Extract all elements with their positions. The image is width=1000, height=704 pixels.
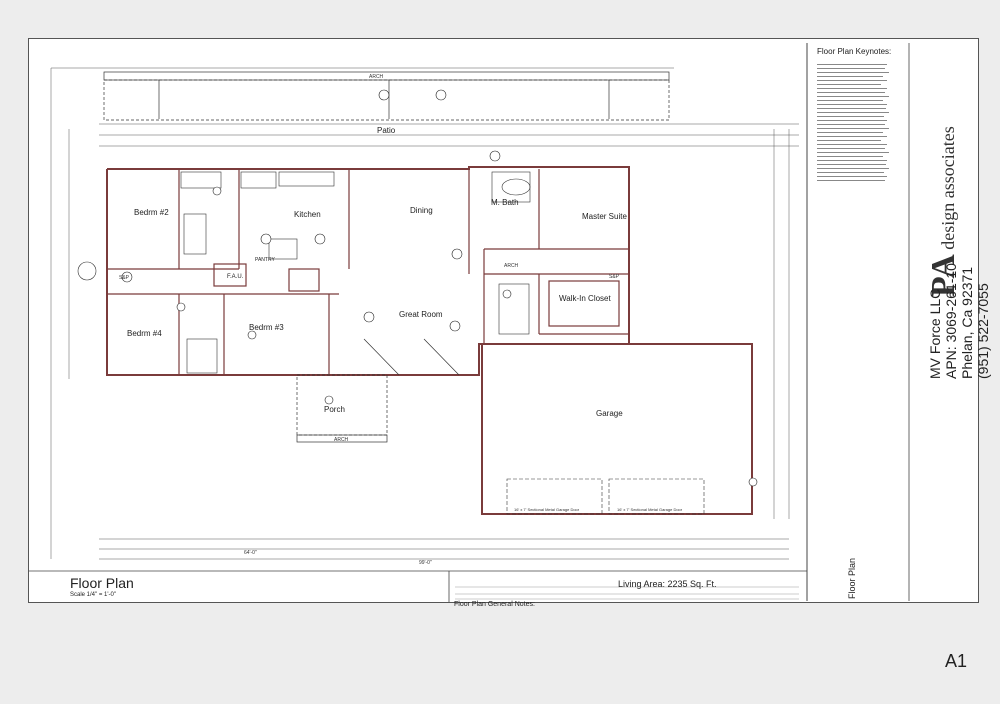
plan-title: Floor Plan (70, 575, 134, 591)
client-line4: (951) 522-7055 (975, 283, 991, 379)
living-area: Living Area: 2235 Sq. Ft. (618, 579, 717, 589)
room-bedrm4: Bedrm #4 (127, 329, 162, 338)
room-master-suite: Master Suite (582, 212, 627, 221)
keynote-bubbles (121, 89, 758, 487)
patio-cover (103, 71, 670, 121)
plan-scale: Scale 1/4" = 1'-0" (70, 592, 116, 598)
keynotes-list (817, 61, 1000, 184)
arch-label-top: ARCH (369, 74, 384, 80)
room-m-bath: M. Bath (491, 198, 519, 207)
room-patio: Patio (377, 126, 396, 135)
general-notes-title: Floor Plan General Notes: (454, 601, 535, 608)
room-fau: F.A.U. (227, 274, 244, 280)
room-porch: Porch (324, 405, 345, 414)
drawing-title: Floor Plan (847, 557, 857, 599)
arch-label-closet: ARCH (504, 263, 519, 269)
client-line3: Phelan, Ca 92371 (959, 266, 975, 379)
client-line2: APN: 3069-261-10 (943, 263, 959, 379)
client-line1: MV Force LLC (927, 288, 943, 379)
porch (296, 338, 460, 443)
floor-plan-drawing: Patio Bedrm #2 Kitchen PANTRY Dining M. … (29, 43, 910, 602)
room-kitchen: Kitchen (294, 210, 321, 219)
sp-label-1: S&P (119, 275, 130, 281)
room-walkin-closet: Walk-In Closet (559, 294, 611, 303)
keynotes-title: Floor Plan Keynotes: (817, 47, 892, 56)
room-great-room: Great Room (399, 310, 443, 319)
room-bedrm2: Bedrm #2 (134, 208, 169, 217)
sheet-number: A1 (945, 651, 968, 671)
room-dining: Dining (410, 206, 433, 215)
sp-label-2: S&P (609, 274, 620, 280)
general-notes-lines (455, 586, 799, 600)
client-info: MV Force LLC APN: 3069-261-10 Phelan, Ca… (927, 263, 991, 379)
exterior-walls (106, 166, 753, 515)
drawing-sheet: Patio Bedrm #2 Kitchen PANTRY Dining M. … (28, 38, 991, 671)
garage-doors (506, 478, 705, 515)
firm-name: design associates (938, 126, 958, 250)
fixtures (77, 171, 531, 374)
overall-dim-2: 99'-0" (419, 560, 432, 566)
garage-door-2: 16' x 7' Sectional Metal Garage Door (617, 507, 683, 512)
room-garage: Garage (596, 409, 623, 418)
room-pantry: PANTRY (255, 257, 275, 263)
room-bedrm3: Bedrm #3 (249, 323, 284, 332)
room-labels: Patio Bedrm #2 Kitchen PANTRY Dining M. … (119, 74, 683, 566)
interior-walls (107, 169, 629, 375)
dimension-lines (50, 67, 799, 560)
overall-dim-1: 64'-0" (244, 550, 257, 556)
arch-label-porch: ARCH (334, 437, 349, 443)
garage-door-1: 16' x 7' Sectional Metal Garage Door (514, 507, 580, 512)
